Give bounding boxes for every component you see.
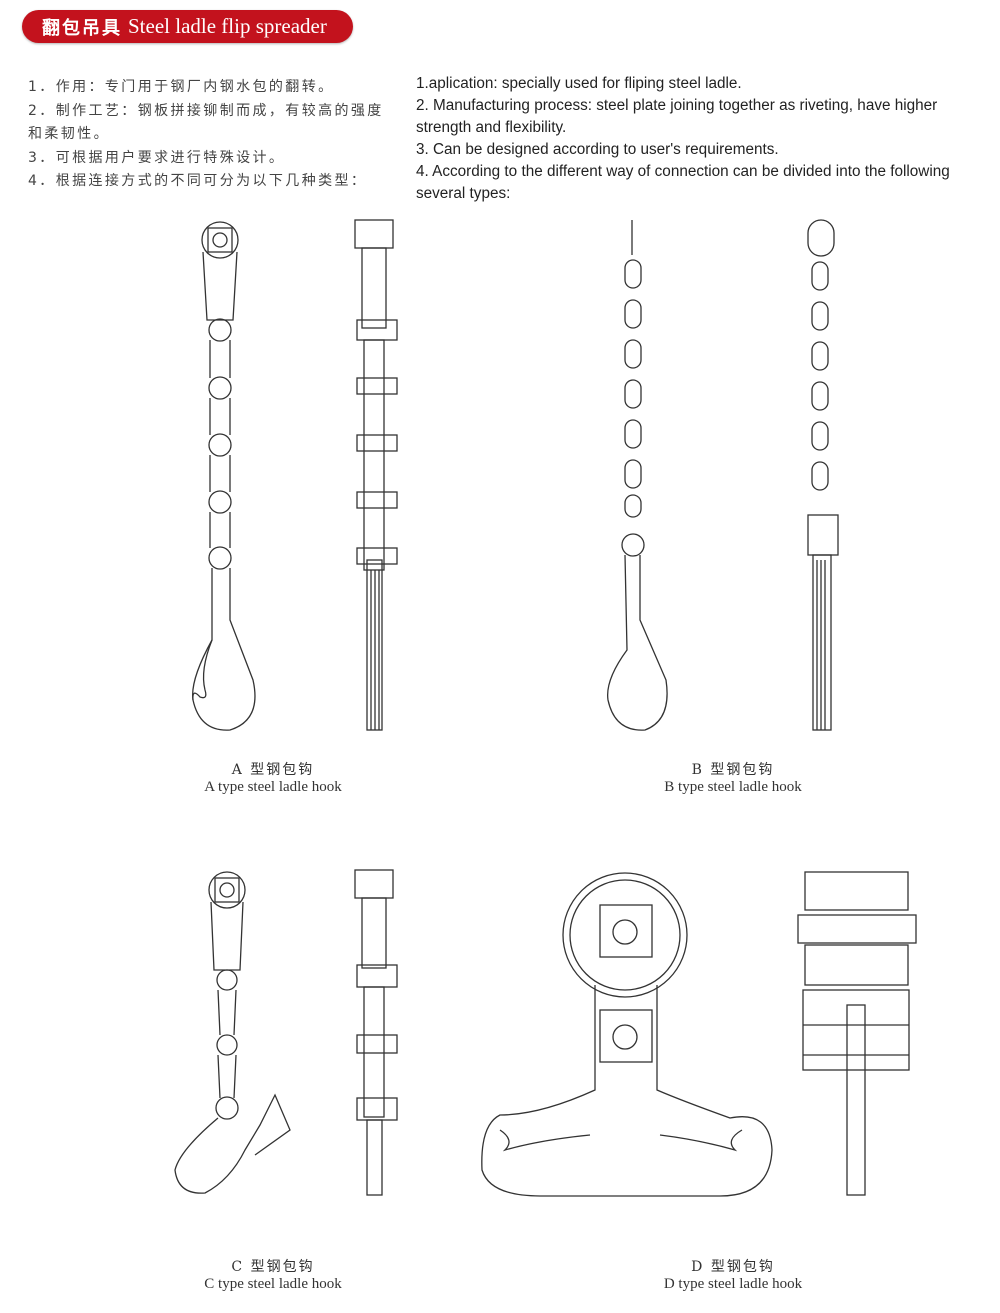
description-en-item: 3. Can be designed according to user's r…	[416, 141, 779, 158]
d-type-hook-front-drawing	[481, 872, 773, 1197]
caption-a-type: A 型钢包钩 A type steel ladle hook	[153, 762, 393, 796]
description-zh-item: 3．可根据用户要求进行特殊设计。	[28, 149, 286, 166]
b-type-hook-side-drawing	[807, 219, 839, 731]
caption-zh: B 型钢包钩	[691, 762, 775, 778]
description-zh-item: 4．根据连接方式的不同可分为以下几种类型：	[28, 173, 368, 190]
caption-en: D type steel ladle hook	[663, 1276, 803, 1292]
caption-b-type: B 型钢包钩 B type steel ladle hook	[613, 762, 853, 796]
description-zh-item: 1．作用：专门用于钢厂内钢水包的翻转。	[28, 79, 335, 95]
description-en: 1.aplication: specially used for fliping…	[416, 73, 991, 205]
caption-zh: C 型钢包钩	[231, 1259, 315, 1275]
b-type-hook-front-drawing	[606, 220, 668, 731]
a-type-hook-front-drawing	[191, 221, 256, 731]
title-en: Steel ladle flip spreader	[128, 14, 327, 38]
title-zh: 翻包吊具	[42, 17, 122, 39]
caption-d-type: D 型钢包钩 D type steel ladle hook	[613, 1259, 853, 1293]
description-en-item: 2. Manufacturing process: steel plate jo…	[416, 97, 938, 136]
description-zh-item: 2．制作工艺：钢板拼接铆制而成，有较高的强度和柔韧性。	[28, 102, 384, 143]
caption-zh: D 型钢包钩	[691, 1259, 775, 1275]
caption-en: A type steel ladle hook	[204, 779, 342, 795]
description-en-item: 1.aplication: specially used for fliping…	[416, 75, 742, 92]
description-en-item: 4. According to the different way of con…	[416, 163, 950, 202]
c-type-hook-front-drawing	[174, 871, 291, 1194]
caption-en: B type steel ladle hook	[664, 779, 802, 795]
caption-en: C type steel ladle hook	[204, 1276, 342, 1292]
d-type-hook-side-drawing	[797, 871, 917, 1196]
page-title-banner: 翻包吊具 Steel ladle flip spreader	[22, 10, 353, 43]
caption-zh: A 型钢包钩	[231, 762, 315, 778]
description-zh: 1．作用：专门用于钢厂内钢水包的翻转。 2．制作工艺：钢板拼接铆制而成，有较高的…	[28, 76, 388, 194]
caption-c-type: C 型钢包钩 C type steel ladle hook	[153, 1259, 393, 1293]
a-type-hook-side-drawing	[354, 219, 398, 731]
c-type-hook-side-drawing	[354, 869, 398, 1196]
